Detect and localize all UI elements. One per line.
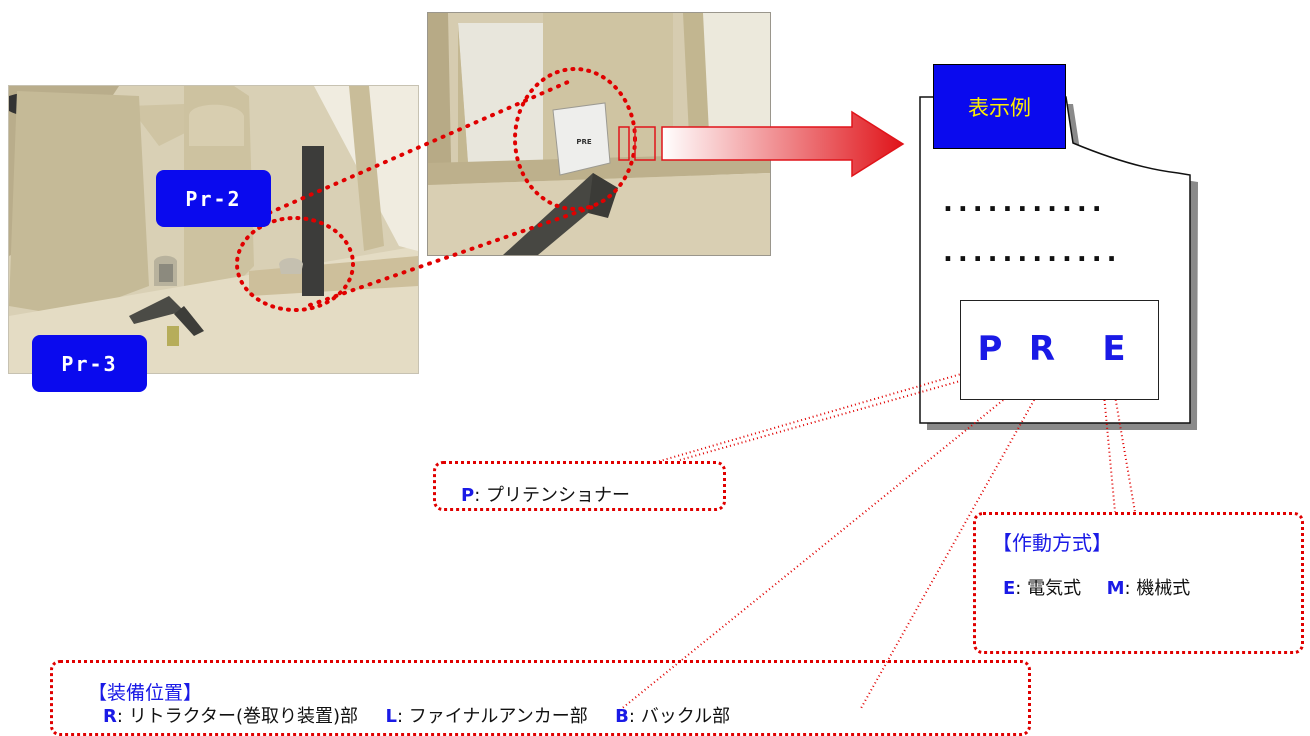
- tag-pr2: Pr-2: [156, 170, 271, 227]
- operation-e-key: E: [1003, 578, 1016, 599]
- position-b-key: B: [615, 706, 629, 727]
- closeup-highlight-circle: [513, 67, 637, 211]
- zoom-line-top: [251, 80, 570, 222]
- position-r-key: R: [103, 706, 117, 727]
- operation-e-sep: :: [1015, 578, 1022, 599]
- closeup-illustration: PRE: [428, 13, 770, 255]
- operation-heading: 【作動方式】: [992, 531, 1112, 555]
- pointer-arrow: [618, 110, 905, 178]
- position-heading: 【装備位置】: [88, 682, 203, 704]
- operation-m-key: M: [1106, 578, 1125, 599]
- callout-pretensioner: [433, 461, 726, 511]
- legend-p: P: プリテンショナー: [461, 481, 630, 507]
- document-title: 表示例: [933, 64, 1066, 149]
- leader-lines: [619, 369, 1136, 711]
- code-box: [960, 300, 1159, 400]
- document-dots-line-1: ...........: [943, 188, 1107, 218]
- code-letter-e: E: [1102, 329, 1126, 369]
- operation-items: E: 電気式 M: 機械式: [1003, 574, 1190, 600]
- code-letter-p: P: [977, 329, 1003, 369]
- position-r-sep: :: [116, 706, 123, 727]
- zoom-line-bottom: [308, 203, 600, 307]
- seat-highlight-circle: [235, 216, 355, 312]
- operation-e-text: 電気式: [1027, 578, 1082, 599]
- position-l-sep: :: [396, 706, 404, 727]
- document-dots-line-2: ............: [943, 238, 1122, 268]
- operation-m-text: 機械式: [1136, 578, 1191, 599]
- pre-label-plate: PRE: [576, 138, 592, 146]
- callout-operation: [973, 512, 1304, 654]
- seat-photo-closeup: PRE: [427, 12, 771, 256]
- legend-p-sep: :: [474, 485, 481, 506]
- seat-photo-left: [8, 85, 419, 374]
- operation-m-sep: :: [1124, 578, 1131, 599]
- position-r-text: リトラクター(巻取り装置)部: [128, 706, 359, 727]
- legend-p-key: P: [461, 485, 475, 506]
- code-letter-r: R: [1028, 329, 1056, 369]
- position-items: R: リトラクター(巻取り装置)部 L: ファイナルアンカー部 B: バックル部: [103, 702, 730, 728]
- position-b-sep: :: [628, 706, 635, 727]
- seat-illustration: [9, 86, 418, 373]
- legend-p-text: プリテンショナー: [486, 485, 631, 506]
- position-b-text: バックル部: [640, 706, 731, 727]
- tag-pr3: Pr-3: [32, 335, 147, 392]
- position-l-key: L: [385, 706, 397, 727]
- position-l-text: ファイナルアンカー部: [408, 706, 588, 727]
